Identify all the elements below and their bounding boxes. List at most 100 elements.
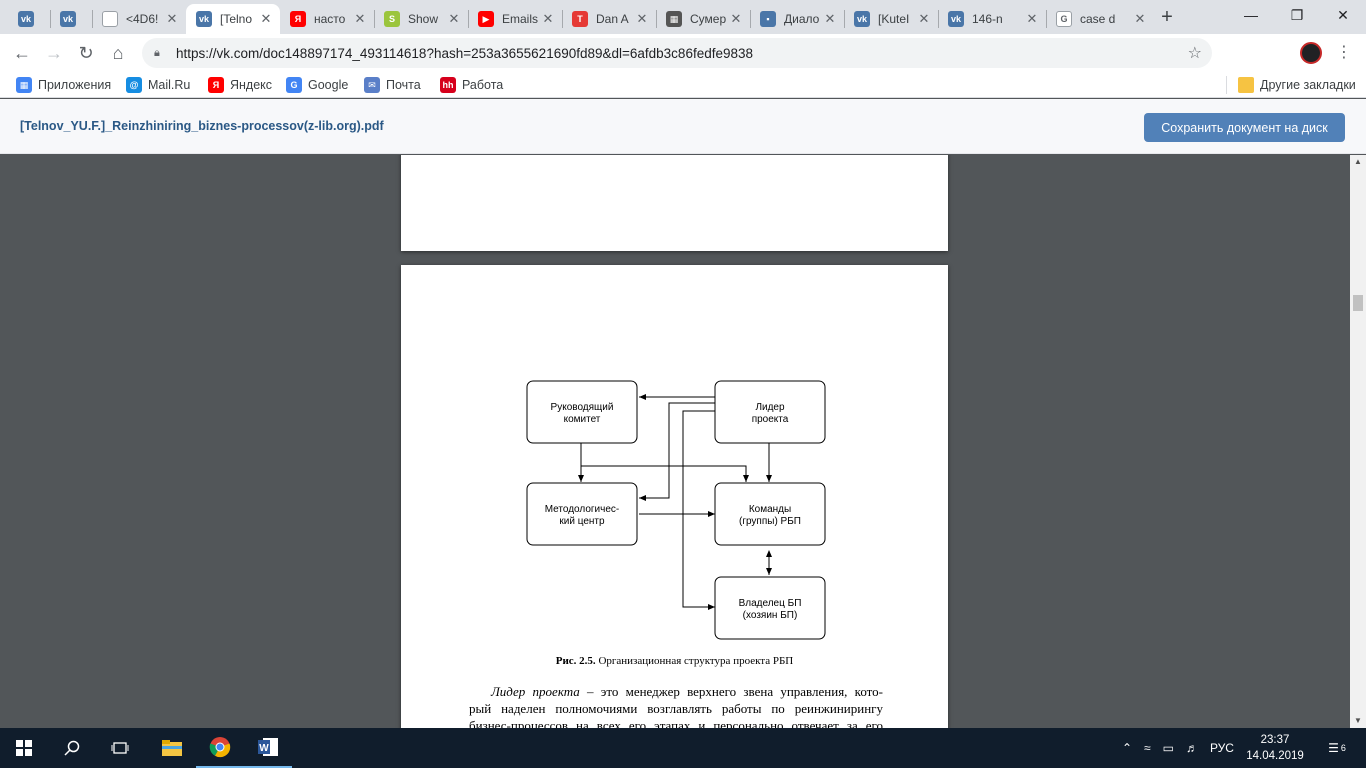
node-steering-line1: Руководящий (551, 402, 614, 413)
chevron-up-icon[interactable]: ⌃ (1122, 741, 1133, 755)
scroll-up-arrow[interactable]: ▲ (1354, 157, 1362, 166)
system-tray: ⌃ ≈ ▭ ♬ РУС (1118, 728, 1238, 768)
node-method-line1: Методологичес- (545, 504, 620, 515)
google-icon: G (286, 77, 302, 93)
browser-toolbar: ← → ↻ ⌂ 🔒︎ https://vk.com/doc148897174_4… (0, 34, 1366, 72)
vk-icon: vk (854, 11, 870, 27)
tab-title: [Telno (220, 12, 253, 26)
taskbar-chrome[interactable] (196, 728, 244, 768)
caption-text: Организационная структура проекта РБП (598, 655, 794, 667)
battery-icon[interactable]: ▭ (1162, 741, 1174, 755)
task-view-button[interactable] (96, 728, 144, 768)
tab-8[interactable]: ▦Сумер✕ (656, 4, 750, 34)
search-button[interactable] (48, 728, 96, 768)
bookmarks-separator (1226, 76, 1227, 94)
adblock-icon[interactable]: ABP (1227, 48, 1245, 58)
bookmark-label: Mail.Ru (148, 78, 191, 92)
tab-separator (938, 10, 939, 28)
tab-1[interactable]: vk (50, 4, 92, 34)
back-button[interactable]: ← (13, 43, 31, 63)
caption-prefix: Рис. 2.5. (555, 655, 596, 667)
pdf-viewer: Руководящий комитет Лидер проекта Методо… (0, 155, 1350, 728)
yandex-icon: Я (208, 77, 224, 93)
tab-title: <4D6! (126, 12, 159, 26)
bookmark-star-icon[interactable]: ☆ (1187, 45, 1202, 62)
profile-icon[interactable] (1300, 42, 1322, 64)
youtube-icon: ▶ (478, 11, 494, 27)
node-process-owner: Владелец БП (хозяин БП) (714, 576, 826, 640)
google-icon: G (1056, 11, 1072, 27)
close-icon[interactable]: ✕ (1134, 11, 1146, 26)
network-icon[interactable]: ≈ (1144, 741, 1151, 755)
node-steering-line2: комитет (564, 414, 601, 425)
taskbar-explorer[interactable] (148, 728, 196, 768)
vertical-scrollbar[interactable]: ▲ ▼ (1350, 155, 1366, 728)
volume-icon[interactable]: ♬ (1185, 741, 1198, 755)
tab-2[interactable]: <4D6! ✕ (92, 4, 186, 34)
other-bookmarks[interactable]: Другие закладки (1238, 76, 1356, 94)
node-owner-line1: Владелец БП (739, 598, 802, 609)
start-button[interactable] (0, 728, 48, 768)
close-icon[interactable]: ✕ (166, 11, 178, 26)
close-icon[interactable]: ✕ (918, 11, 930, 26)
tab-title: Сумер (690, 12, 727, 26)
new-tab-button[interactable]: + (1161, 6, 1173, 28)
close-icon[interactable]: ✕ (542, 11, 554, 26)
tab-title: Show (408, 12, 439, 26)
tab-separator (844, 10, 845, 28)
scroll-down-arrow[interactable]: ▼ (1354, 716, 1362, 725)
document-title[interactable]: [Telnov_YU.F.]_Reinzhiniring_biznes-proc… (20, 119, 384, 133)
node-project-leader: Лидер проекта (714, 380, 826, 444)
menu-icon[interactable]: ⋮ (1336, 44, 1352, 61)
scroll-thumb[interactable] (1353, 295, 1363, 311)
folder-icon (1238, 77, 1254, 93)
document-header: [Telnov_YU.F.]_Reinzhiniring_biznes-proc… (0, 99, 1366, 154)
paragraph-line-2: рый наделен полномочиями возглавлять раб… (469, 701, 883, 716)
node-teams-line2: (группы) РБП (739, 516, 801, 527)
clock-date: 14.04.2019 (1246, 750, 1304, 762)
bookmark-label: Приложения (38, 78, 112, 92)
forward-button[interactable]: → (45, 43, 63, 63)
bookmark-4[interactable]: ✉Почта (364, 76, 421, 94)
close-window-button[interactable]: ✕ (1337, 7, 1349, 23)
taskbar-word[interactable]: W (244, 728, 292, 768)
close-icon[interactable]: ✕ (824, 11, 836, 26)
close-icon[interactable]: ✕ (260, 11, 272, 26)
tab-3[interactable]: vk[Telno✕ (186, 4, 280, 34)
vk-icon: vk (60, 11, 76, 27)
home-button[interactable]: ⌂ (112, 43, 124, 63)
notifications-button[interactable]: ☰ 6 (1322, 728, 1352, 768)
mailru-icon: @ (126, 77, 142, 93)
lock-icon: 🔒︎ (154, 46, 160, 59)
tab-6[interactable]: ▶Emails✕ (468, 4, 562, 34)
close-icon[interactable]: ✕ (1026, 11, 1038, 26)
close-icon[interactable]: ✕ (354, 11, 366, 26)
language-indicator[interactable]: РУС (1209, 741, 1234, 755)
tab-10[interactable]: vk[KuteI✕ (844, 4, 938, 34)
close-icon[interactable]: ✕ (636, 11, 648, 26)
address-bar[interactable]: 🔒︎ https://vk.com/doc148897174_493114618… (142, 38, 1212, 68)
bookmark-1[interactable]: @ Mail.Ru (126, 76, 190, 94)
save-to-disk-button[interactable]: Сохранить документ на диск (1144, 113, 1345, 142)
shield-icon[interactable]: ✓ (1264, 48, 1272, 58)
node-leader-line2: проекта (752, 414, 789, 425)
reload-button[interactable]: ↻ (78, 43, 94, 63)
clock[interactable]: 23:37 14.04.2019 (1240, 732, 1310, 764)
tab-9[interactable]: ▪Диало✕ (750, 4, 844, 34)
minimize-button[interactable]: — (1244, 7, 1258, 23)
tab-0[interactable]: vk (8, 4, 50, 34)
close-icon[interactable]: ✕ (448, 11, 460, 26)
maximize-button[interactable]: ❐ (1290, 7, 1304, 23)
bookmark-0[interactable]: ▦Приложения (16, 76, 111, 94)
notification-count: 6 (1340, 743, 1346, 753)
close-icon[interactable]: ✕ (730, 11, 742, 26)
tab-separator (92, 10, 93, 28)
